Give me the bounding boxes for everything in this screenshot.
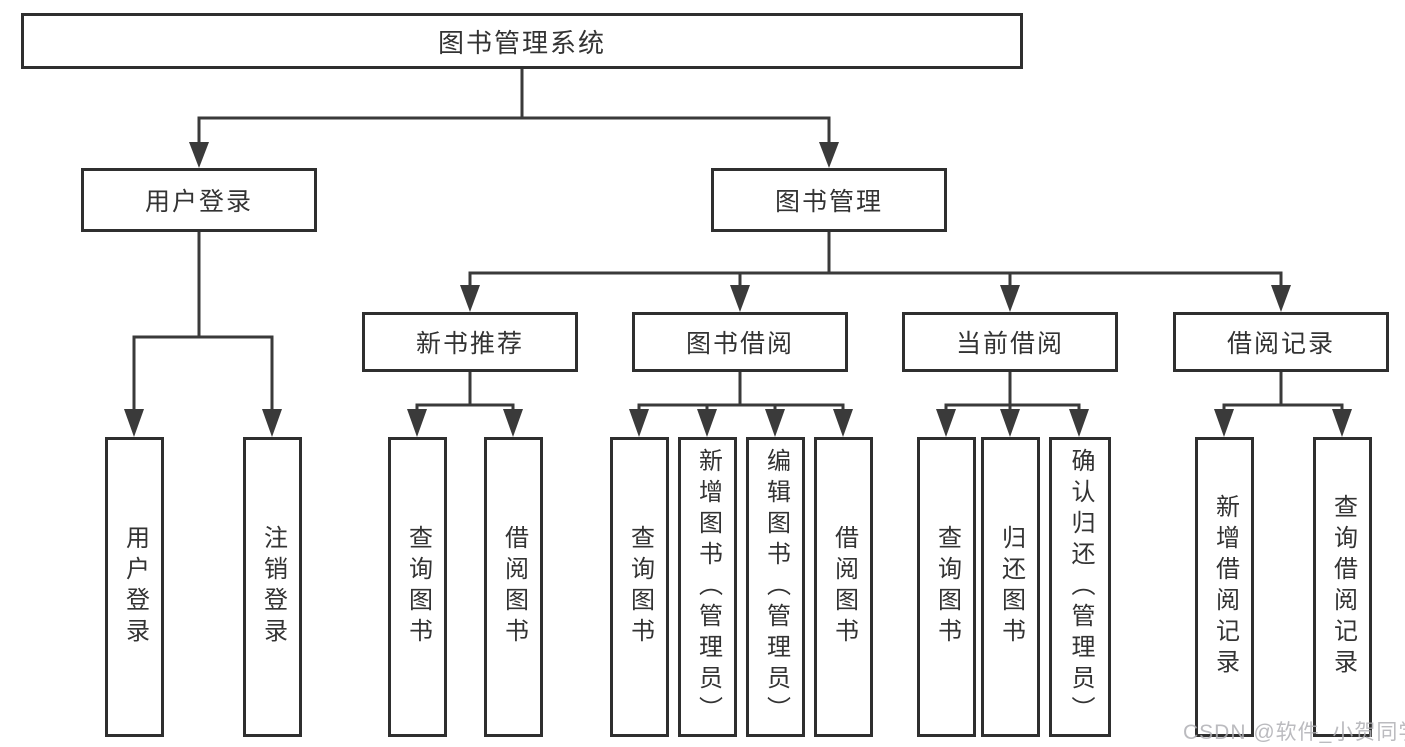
connector-line bbox=[637, 372, 845, 411]
connector-line bbox=[415, 372, 515, 411]
node-label: 新书推荐 bbox=[415, 330, 524, 358]
arrowhead-icon bbox=[819, 142, 839, 168]
node-label: 当前借阅 bbox=[955, 330, 1064, 358]
arrowhead-icon bbox=[730, 285, 750, 312]
arrowhead-icon bbox=[262, 409, 282, 437]
arrowhead-icon bbox=[460, 285, 480, 312]
leaf-label: 借阅图书 bbox=[830, 525, 858, 649]
arrowhead-icon bbox=[629, 409, 649, 437]
arrowhead-icon bbox=[1271, 285, 1291, 312]
connector-line bbox=[468, 232, 1283, 287]
node-user-login: 用户登录 bbox=[81, 168, 317, 232]
arrowhead-icon bbox=[124, 409, 144, 437]
leaf-add-borrow-record: 新增借阅记录 bbox=[1195, 437, 1254, 737]
arrowhead-icon bbox=[1000, 285, 1020, 312]
node-library-management-system: 图书管理系统 bbox=[21, 13, 1023, 69]
node-current-borrowing: 当前借阅 bbox=[902, 312, 1118, 372]
arrowhead-icon bbox=[1332, 409, 1352, 437]
arrowhead-icon bbox=[936, 409, 956, 437]
leaf-label: 新增图书（管理员） bbox=[694, 447, 722, 727]
leaf-label: 确认归还（管理员） bbox=[1067, 447, 1094, 727]
node-label: 图书管理 bbox=[774, 188, 883, 216]
leaf-user-login: 用户登录 bbox=[105, 437, 164, 737]
connector-line bbox=[132, 232, 274, 411]
csdn-watermark: CSDN @软件_小贺同学 bbox=[1183, 721, 1405, 744]
leaf-label: 新增借阅记录 bbox=[1211, 494, 1239, 680]
leaf-search-books: 查询图书 bbox=[610, 437, 669, 737]
leaf-edit-books-admin: 编辑图书（管理员） bbox=[746, 437, 805, 737]
arrowhead-icon bbox=[407, 409, 427, 437]
leaf-add-books-admin: 新增图书（管理员） bbox=[678, 437, 737, 737]
leaf-return-books: 归还图书 bbox=[981, 437, 1040, 737]
node-new-book-recommendation: 新书推荐 bbox=[362, 312, 578, 372]
arrowhead-icon bbox=[503, 409, 523, 437]
arrowhead-icon bbox=[833, 409, 853, 437]
leaf-search-books: 查询图书 bbox=[388, 437, 447, 737]
leaf-label: 注销登录 bbox=[259, 525, 287, 649]
connector-line bbox=[944, 372, 1081, 411]
connector-line bbox=[1222, 372, 1344, 411]
leaf-label: 用户登录 bbox=[121, 525, 149, 649]
leaf-label: 查询图书 bbox=[404, 525, 432, 649]
leaf-borrow-books: 借阅图书 bbox=[484, 437, 543, 737]
arrowhead-icon bbox=[765, 409, 785, 437]
leaf-label: 查询借阅记录 bbox=[1329, 494, 1357, 680]
node-borrowing-records: 借阅记录 bbox=[1173, 312, 1389, 372]
node-label: 图书管理系统 bbox=[437, 27, 606, 58]
leaf-label: 归还图书 bbox=[997, 525, 1025, 649]
arrowhead-icon bbox=[697, 409, 717, 437]
leaf-label: 查询图书 bbox=[626, 525, 654, 649]
leaf-label: 编辑图书（管理员） bbox=[762, 447, 790, 727]
leaf-label: 查询图书 bbox=[933, 525, 961, 649]
arrowhead-icon bbox=[1069, 409, 1089, 437]
leaf-confirm-return-admin: 确认归还（管理员） bbox=[1049, 437, 1111, 737]
leaf-search-borrow-record: 查询借阅记录 bbox=[1313, 437, 1372, 737]
node-label: 借阅记录 bbox=[1226, 330, 1335, 358]
node-book-management: 图书管理 bbox=[711, 168, 947, 232]
node-label: 图书借阅 bbox=[685, 330, 794, 358]
arrowhead-icon bbox=[189, 142, 209, 168]
arrowhead-icon bbox=[1000, 409, 1020, 437]
arrowhead-icon bbox=[1214, 409, 1234, 437]
leaf-label: 借阅图书 bbox=[500, 525, 528, 649]
leaf-logout: 注销登录 bbox=[243, 437, 302, 737]
leaf-borrow-books: 借阅图书 bbox=[814, 437, 873, 737]
connector-line bbox=[197, 69, 831, 143]
node-book-borrowing: 图书借阅 bbox=[632, 312, 848, 372]
node-label: 用户登录 bbox=[144, 188, 253, 216]
leaf-search-books: 查询图书 bbox=[917, 437, 976, 737]
